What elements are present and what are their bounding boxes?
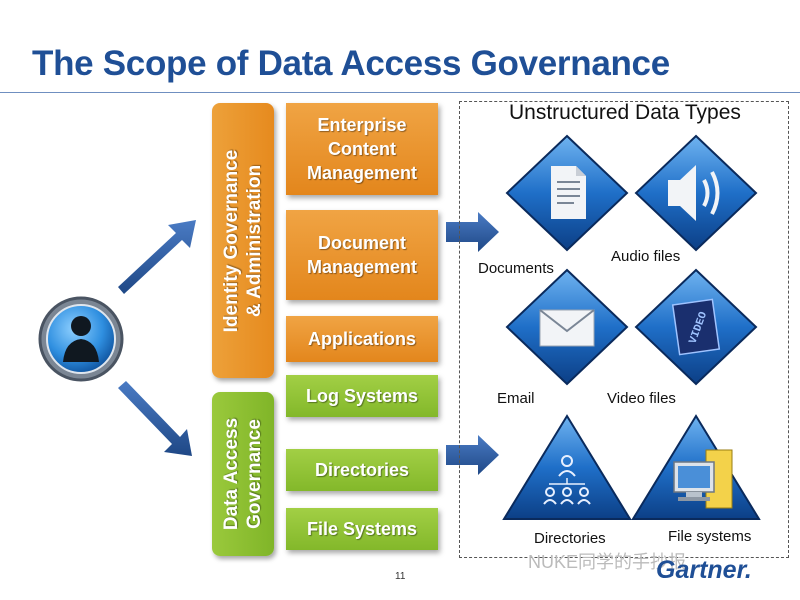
unstructured-data-container <box>459 101 789 558</box>
page-title: The Scope of Data Access Governance <box>32 44 670 83</box>
arrow-up-right <box>118 220 196 294</box>
directories-icon <box>502 414 632 520</box>
video-icon: VIDEO <box>634 268 758 386</box>
file-systems-box: File Systems <box>286 508 438 550</box>
applications-box: Applications <box>286 316 438 362</box>
audio-files-label: Audio files <box>611 248 681 265</box>
document-management-box: Document Management <box>286 210 438 300</box>
email-icon <box>505 268 629 386</box>
person-icon <box>38 296 124 382</box>
audio-icon <box>634 134 758 252</box>
ecm-box: Enterprise Content Management <box>286 103 438 195</box>
arrow-down-right <box>118 381 192 456</box>
directories-label: Directories <box>534 530 606 547</box>
unstructured-data-heading: Unstructured Data Types <box>509 101 741 124</box>
page-number: 11 <box>395 571 406 582</box>
watermark-text: NUKE同学的手抄报 <box>528 552 687 572</box>
video-files-label: Video files <box>607 390 676 407</box>
email-label: Email <box>497 390 535 407</box>
gartner-logo: Gartner. <box>656 556 752 584</box>
data-access-governance-panel: Data Access Governance <box>212 392 274 556</box>
data-access-governance-label: Data Access Governance <box>221 417 265 531</box>
identity-governance-label: Identity Governance & Administration <box>221 149 265 332</box>
identity-governance-panel: Identity Governance & Administration <box>212 103 274 378</box>
documents-label: Documents <box>478 260 554 277</box>
file-systems-icon <box>631 414 761 520</box>
log-systems-box: Log Systems <box>286 375 438 417</box>
documents-icon <box>505 134 629 252</box>
title-divider <box>0 92 800 93</box>
directories-box: Directories <box>286 449 438 491</box>
file-systems-label: File systems <box>668 528 752 545</box>
